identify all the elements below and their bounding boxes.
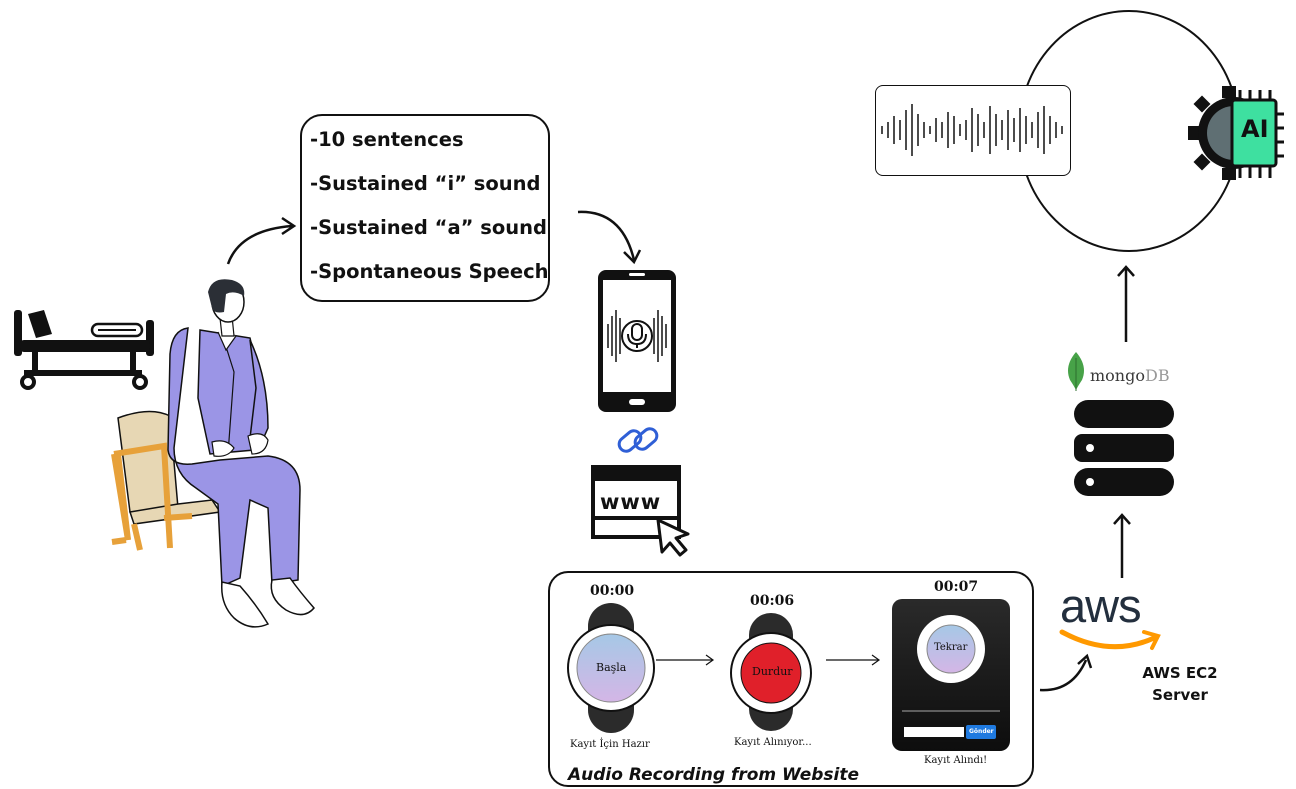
retry-button[interactable]: Tekrar — [934, 642, 968, 653]
mongodb-brand-main: mongo — [1090, 366, 1145, 385]
arrow-to-phone — [577, 210, 642, 265]
timer-step-2: 00:06 — [750, 593, 795, 609]
mongodb-brand-suffix: DB — [1144, 366, 1170, 385]
database-icon — [1074, 400, 1174, 496]
recording-panel: 00:00 Başla Kayıt İçin Hazır 00:06 Durdu… — [548, 571, 1034, 787]
aws-smile-icon — [1059, 629, 1161, 650]
waveform-icon — [881, 104, 1063, 156]
record-widget-done — [892, 599, 1010, 751]
task-item: -Sustained “i” sound — [310, 172, 541, 195]
patient-illustration — [111, 279, 315, 628]
start-button[interactable]: Başla — [596, 661, 627, 674]
ai-label: AI — [1241, 115, 1269, 143]
task-list-box: -10 sentences -Sustained “i” sound -Sust… — [300, 114, 550, 302]
record-widget-ready — [567, 603, 655, 733]
timer-step-3: 00:07 — [934, 579, 979, 595]
send-button[interactable]: Gönder — [969, 728, 994, 735]
caption-step-1: Kayıt İçin Hazır — [570, 739, 650, 750]
hospital-bed-icon — [14, 310, 154, 390]
arrow-to-tasks — [226, 216, 297, 265]
www-text: www — [600, 490, 662, 514]
stop-button[interactable]: Durdur — [752, 665, 793, 678]
aws-caption: AWS EC2 Server — [1128, 662, 1232, 706]
task-item: -Spontaneous Speech — [310, 260, 549, 283]
caption-step-3: Kayıt Alındı! — [924, 755, 988, 766]
caption-step-2: Kayıt Alınıyor... — [734, 737, 812, 748]
smartphone-mic-icon — [598, 270, 676, 412]
aws-logo: aws — [1060, 579, 1142, 632]
link-icon — [617, 427, 659, 453]
task-item: -10 sentences — [310, 128, 464, 151]
timer-step-1: 00:00 — [590, 583, 635, 599]
arrow-to-database — [1113, 513, 1131, 578]
cursor-icon — [656, 518, 690, 557]
task-item: -Sustained “a” sound — [310, 216, 547, 239]
arrow-to-ai — [1117, 265, 1135, 342]
recording-title: Audio Recording from Website — [568, 765, 860, 785]
arrow-to-aws — [1039, 653, 1093, 692]
arrow-step-2-3 — [826, 654, 881, 666]
arrow-step-1-2 — [656, 654, 715, 666]
ai-chip-icon — [1188, 86, 1284, 180]
aws-caption-line2: Server — [1152, 686, 1208, 704]
aws-caption-line1: AWS EC2 — [1142, 664, 1218, 682]
mongodb-leaf-icon — [1068, 352, 1084, 391]
mongodb-brand: mongoDB — [1090, 366, 1170, 385]
record-widget-recording — [730, 613, 812, 731]
